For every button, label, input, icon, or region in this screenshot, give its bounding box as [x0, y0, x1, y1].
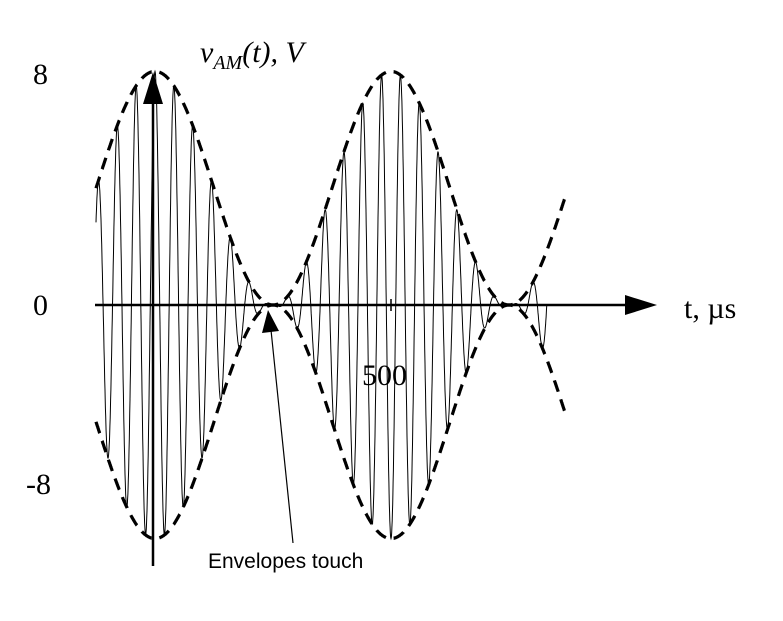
am-signal-line	[95, 69, 548, 541]
x-axis-arrowhead	[625, 295, 657, 315]
y-axis-arrowhead	[143, 72, 163, 104]
upper-envelope-line	[94, 69, 568, 307]
annotation-arrowhead	[262, 310, 279, 333]
y-axis-title: vAM(t), V	[200, 36, 308, 74]
annotation-envelopes-touch: Envelopes touch	[208, 550, 363, 573]
am-signal-trace	[95, 69, 548, 541]
x-axis-title: t, µs	[684, 292, 736, 325]
y-tick-label-0: 0	[33, 289, 48, 322]
lower-envelope-line	[94, 303, 568, 541]
y-tick-label-minus-8: -8	[26, 468, 51, 501]
envelopes	[94, 69, 568, 541]
annotation-pointer	[270, 329, 294, 544]
y-tick-label-8: 8	[33, 58, 48, 91]
x-tick-label-500: 500	[362, 359, 407, 392]
